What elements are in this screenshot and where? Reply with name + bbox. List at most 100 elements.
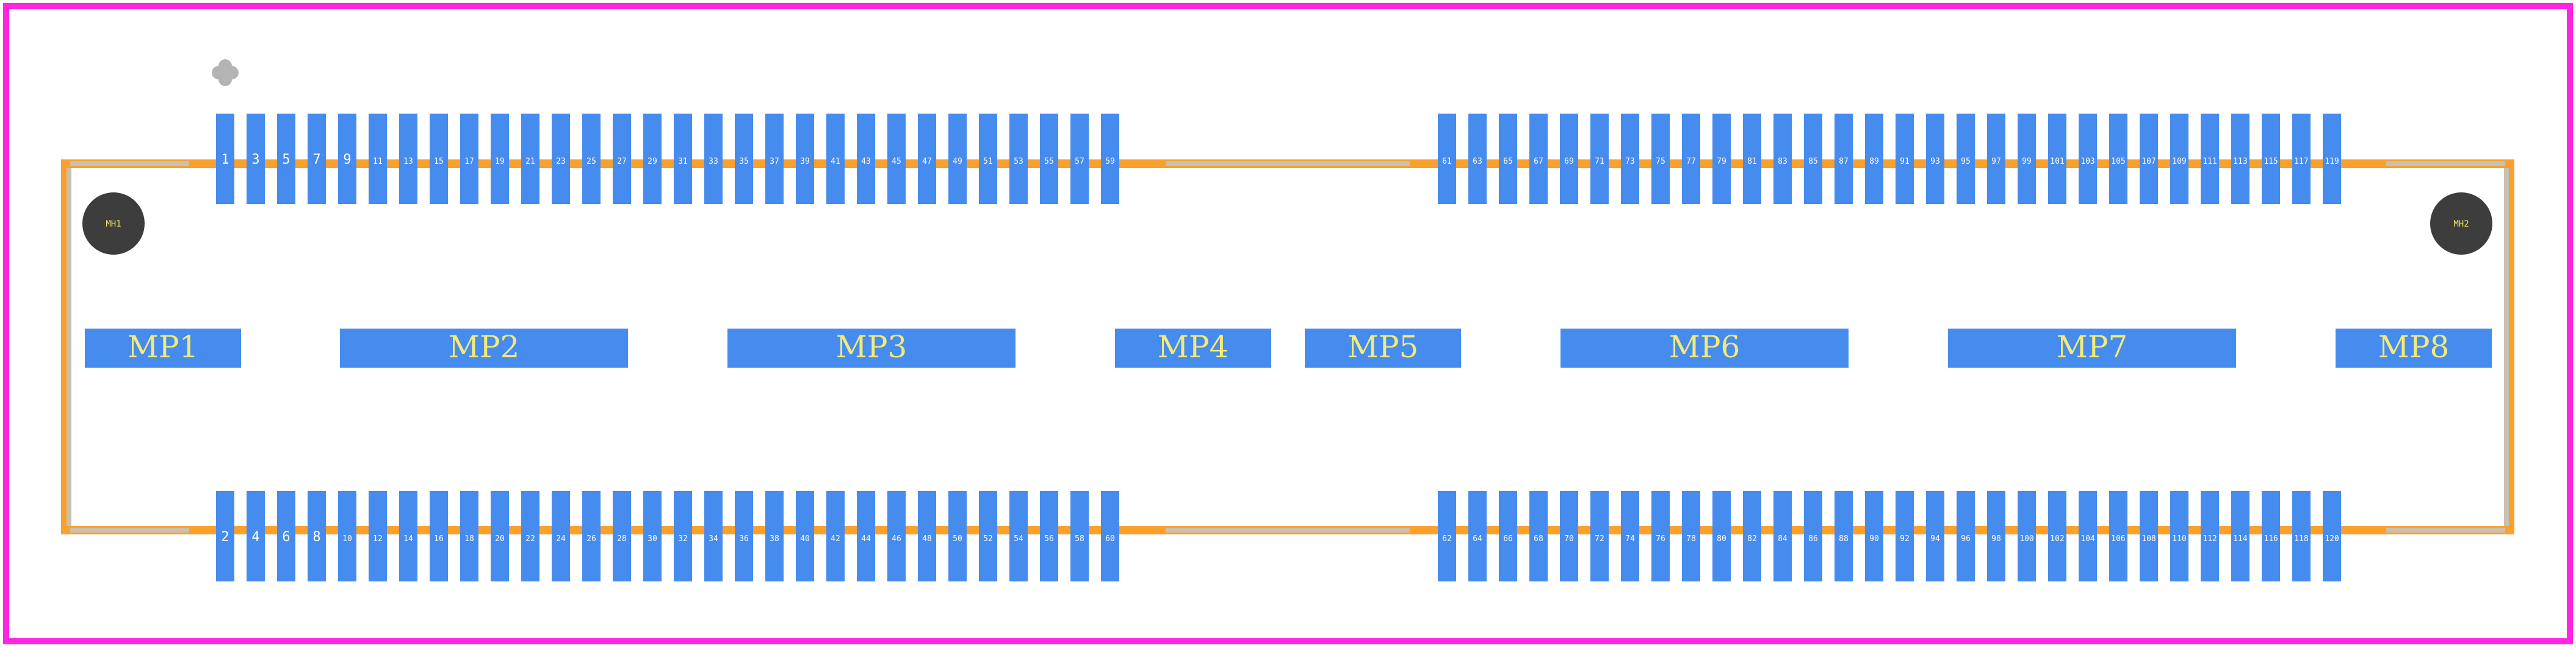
- mounting-pad-1: [85, 329, 241, 368]
- pad-label-63: 63: [1473, 157, 1482, 166]
- pad-label-11: 11: [373, 157, 383, 166]
- pad-top-47: [918, 114, 936, 204]
- pad-label-34: 34: [709, 534, 718, 544]
- mounting-pad-7: [1948, 329, 2236, 368]
- pad-label-26: 26: [586, 534, 596, 544]
- pad-label-73: 73: [1625, 157, 1635, 166]
- pad-label-24: 24: [556, 534, 566, 544]
- pad-top-11: [369, 114, 387, 204]
- pad-label-64: 64: [1473, 534, 1482, 544]
- pad-top-91: [1896, 114, 1914, 204]
- pad-label-16: 16: [434, 534, 444, 544]
- pad-top-57: [1070, 114, 1089, 204]
- pad-bottom-76: [1651, 491, 1670, 581]
- pad-label-31: 31: [678, 157, 688, 166]
- pad-bottom-72: [1590, 491, 1609, 581]
- pad-label-82: 82: [1747, 534, 1757, 544]
- pad-bottom-78: [1682, 491, 1700, 581]
- pad-bottom-46: [887, 491, 906, 581]
- pad-bottom-48: [918, 491, 936, 581]
- plus-icon: [212, 59, 239, 86]
- pad-label-51: 51: [983, 157, 993, 166]
- pad-label-107: 107: [2141, 157, 2156, 166]
- pad-top-95: [1957, 114, 1975, 204]
- pad-top-19: [491, 114, 509, 204]
- pad-label-117: 117: [2294, 157, 2308, 166]
- pad-top-55: [1040, 114, 1058, 204]
- mounting-hole-1-circle: [82, 192, 145, 255]
- pad-top-65: [1499, 114, 1517, 204]
- pad-label-59: 59: [1105, 157, 1115, 166]
- pad-label-49: 49: [953, 157, 962, 166]
- pad-label-113: 113: [2233, 157, 2247, 166]
- pad-label-6: 6: [282, 530, 290, 545]
- pad-top-27: [613, 114, 631, 204]
- pad-bottom-80: [1712, 491, 1731, 581]
- pad-label-22: 22: [525, 534, 535, 544]
- pad-bottom-44: [857, 491, 875, 581]
- pad-label-104: 104: [2080, 534, 2095, 544]
- pad-label-45: 45: [892, 157, 901, 166]
- mounting-pad-6: [1560, 329, 1849, 368]
- pad-bottom-68: [1529, 491, 1548, 581]
- pad-bottom-104: [2079, 491, 2097, 581]
- pad-top-89: [1865, 114, 1883, 204]
- pad-label-99: 99: [2022, 157, 2032, 166]
- pad-label-2: 2: [221, 530, 229, 545]
- pad-bottom-70: [1560, 491, 1578, 581]
- pad-bottom-62: [1438, 491, 1456, 581]
- pad-label-52: 52: [983, 534, 993, 544]
- pad-top-49: [948, 114, 967, 204]
- pad-top-87: [1835, 114, 1853, 204]
- pad-label-92: 92: [1900, 534, 1910, 544]
- pad-bottom-50: [948, 491, 967, 581]
- pad-top-101: [2048, 114, 2066, 204]
- pad-top-39: [796, 114, 814, 204]
- pad-label-79: 79: [1717, 157, 1726, 166]
- pad-label-100: 100: [2019, 534, 2033, 544]
- pad-bottom-108: [2140, 491, 2158, 581]
- pad-top-35: [735, 114, 753, 204]
- pad-label-94: 94: [1930, 534, 1940, 544]
- pad-label-19: 19: [495, 157, 505, 166]
- mounting-pad-6-label: MP6: [1669, 329, 1741, 365]
- pad-label-18: 18: [464, 534, 474, 544]
- pad-label-72: 72: [1595, 534, 1604, 544]
- mounting-hole-2-circle: [2430, 192, 2492, 255]
- pad-label-98: 98: [1991, 534, 2001, 544]
- pad-bottom-94: [1926, 491, 1944, 581]
- pad-top-67: [1529, 114, 1548, 204]
- pad-label-74: 74: [1625, 534, 1635, 544]
- pad-label-70: 70: [1564, 534, 1574, 544]
- pad-top-53: [1009, 114, 1028, 204]
- pad-top-63: [1468, 114, 1487, 204]
- mounting-pad-8: [2336, 329, 2492, 368]
- pad-bottom-24: [552, 491, 570, 581]
- pad-bottom-106: [2109, 491, 2127, 581]
- pad-label-95: 95: [1961, 157, 1971, 166]
- pad-label-7: 7: [312, 152, 320, 167]
- pad-bottom-92: [1896, 491, 1914, 581]
- mounting-hole-1-label: MH1: [106, 219, 121, 229]
- pad-label-89: 89: [1869, 157, 1879, 166]
- pad-label-13: 13: [403, 157, 413, 166]
- pad-bottom-10: [338, 491, 356, 581]
- pad-bottom-12: [369, 491, 387, 581]
- pad-bottom-18: [460, 491, 478, 581]
- pad-bottom-114: [2231, 491, 2249, 581]
- pad-label-48: 48: [922, 534, 932, 544]
- pad-top-81: [1743, 114, 1761, 204]
- pad-bottom-102: [2048, 491, 2066, 581]
- pad-top-93: [1926, 114, 1944, 204]
- pad-top-105: [2109, 114, 2127, 204]
- pad-top-103: [2079, 114, 2097, 204]
- pad-label-120: 120: [2325, 534, 2339, 544]
- pad-bottom-110: [2170, 491, 2188, 581]
- pad-bottom-52: [979, 491, 997, 581]
- pad-label-68: 68: [1534, 534, 1543, 544]
- pad-bottom-36: [735, 491, 753, 581]
- pad-label-81: 81: [1747, 157, 1757, 166]
- pad-top-43: [857, 114, 875, 204]
